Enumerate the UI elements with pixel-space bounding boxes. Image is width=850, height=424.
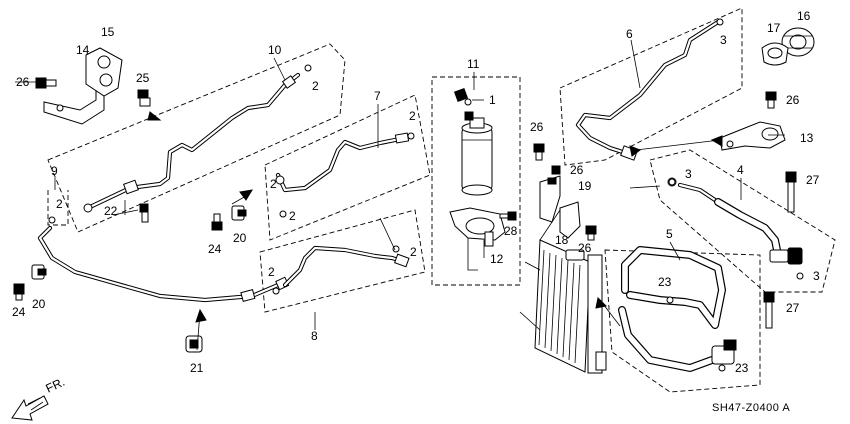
callout-2: 2 bbox=[312, 79, 319, 93]
hose-5 bbox=[618, 246, 737, 372]
callout-23: 23 bbox=[735, 361, 749, 375]
callout-19: 19 bbox=[578, 179, 592, 193]
callout-14: 14 bbox=[76, 43, 90, 57]
clamp-17 bbox=[761, 42, 789, 66]
callout-17: 17 bbox=[767, 21, 781, 35]
pipe-8 bbox=[282, 245, 410, 288]
group-outline-6 bbox=[559, 7, 743, 166]
callout-22: 22 bbox=[104, 204, 118, 218]
bolt-24b bbox=[13, 283, 25, 301]
bolt-22 bbox=[139, 203, 149, 223]
callout-26: 26 bbox=[578, 241, 592, 255]
callout-26: 26 bbox=[530, 120, 544, 134]
callout-24: 24 bbox=[12, 305, 26, 319]
leader-lines bbox=[15, 39, 785, 351]
callout-1: 1 bbox=[489, 93, 496, 107]
pipe-7 bbox=[275, 132, 410, 193]
clip-20a bbox=[231, 205, 247, 221]
pipe-6 bbox=[575, 19, 721, 161]
clamp-21 bbox=[185, 335, 203, 353]
bolt-25 bbox=[137, 89, 151, 107]
callout-11: 11 bbox=[467, 57, 480, 71]
group-outline-9 bbox=[47, 190, 69, 226]
callout-2: 2 bbox=[289, 209, 296, 223]
callout-18: 18 bbox=[555, 233, 569, 247]
bolt-26d bbox=[585, 225, 597, 241]
callout-28: 28 bbox=[504, 224, 518, 238]
group-outline-11 bbox=[431, 76, 521, 286]
clamp-15 bbox=[85, 47, 123, 97]
bolt-26a bbox=[35, 77, 57, 89]
callout-13: 13 bbox=[800, 131, 814, 145]
callout-15: 15 bbox=[101, 25, 115, 39]
callout-10: 10 bbox=[268, 43, 282, 57]
bracket-13 bbox=[719, 121, 786, 151]
callout-21: 21 bbox=[190, 361, 204, 375]
callout-8: 8 bbox=[311, 329, 318, 343]
group-outline-4 bbox=[649, 149, 836, 293]
callout-26: 26 bbox=[570, 163, 584, 177]
bolt-26b bbox=[533, 143, 545, 161]
callout-4: 4 bbox=[737, 163, 744, 177]
callout-2: 2 bbox=[410, 245, 417, 259]
group-outline-10 bbox=[47, 43, 346, 233]
direction-label: FR. bbox=[44, 375, 67, 396]
callout-6: 6 bbox=[626, 27, 633, 41]
group-outline-7 bbox=[264, 94, 431, 241]
grommet-16 bbox=[781, 27, 815, 57]
callout-5: 5 bbox=[666, 227, 673, 241]
bolt-26e bbox=[765, 91, 777, 109]
diagram-code: SH47-Z0400 A bbox=[712, 402, 790, 414]
pipe-9 bbox=[37, 225, 290, 303]
pipe-10 bbox=[83, 72, 301, 213]
receiver-drier-11 bbox=[453, 87, 493, 196]
callout-20: 20 bbox=[233, 231, 247, 245]
callout-12: 12 bbox=[490, 252, 504, 266]
clip-20b bbox=[31, 264, 47, 280]
group-outline-5 bbox=[604, 249, 761, 393]
bolt-24a bbox=[211, 213, 223, 231]
callout-26: 26 bbox=[16, 75, 30, 89]
callout-26: 26 bbox=[786, 93, 800, 107]
callout-27: 27 bbox=[786, 301, 800, 315]
callout-24: 24 bbox=[208, 242, 222, 256]
callout-2: 2 bbox=[56, 197, 63, 211]
callout-25: 25 bbox=[136, 71, 150, 85]
callout-3: 3 bbox=[685, 167, 692, 181]
bolt-27b bbox=[763, 291, 775, 329]
callout-27: 27 bbox=[806, 173, 820, 187]
bracket-19 bbox=[539, 175, 561, 223]
bolt-26c bbox=[551, 165, 561, 175]
o-rings bbox=[48, 18, 804, 372]
drier-bracket-12 bbox=[449, 207, 506, 271]
callout-16: 16 bbox=[797, 9, 811, 23]
bolt-27a bbox=[785, 171, 797, 213]
callout-3: 3 bbox=[813, 269, 820, 283]
condenser bbox=[519, 239, 607, 374]
callout-3: 3 bbox=[720, 33, 727, 47]
bolt-28 bbox=[499, 211, 517, 221]
callout-2: 2 bbox=[268, 265, 275, 279]
callout-2: 2 bbox=[409, 109, 416, 123]
callout-7: 7 bbox=[374, 89, 381, 103]
front-direction-arrow-icon bbox=[11, 395, 49, 421]
callout-23: 23 bbox=[658, 275, 672, 289]
bracket-18 bbox=[559, 201, 581, 239]
callout-9: 9 bbox=[51, 164, 58, 178]
callout-20: 20 bbox=[32, 297, 46, 311]
pointer-arrows bbox=[147, 111, 723, 323]
callout-2: 2 bbox=[270, 177, 277, 191]
